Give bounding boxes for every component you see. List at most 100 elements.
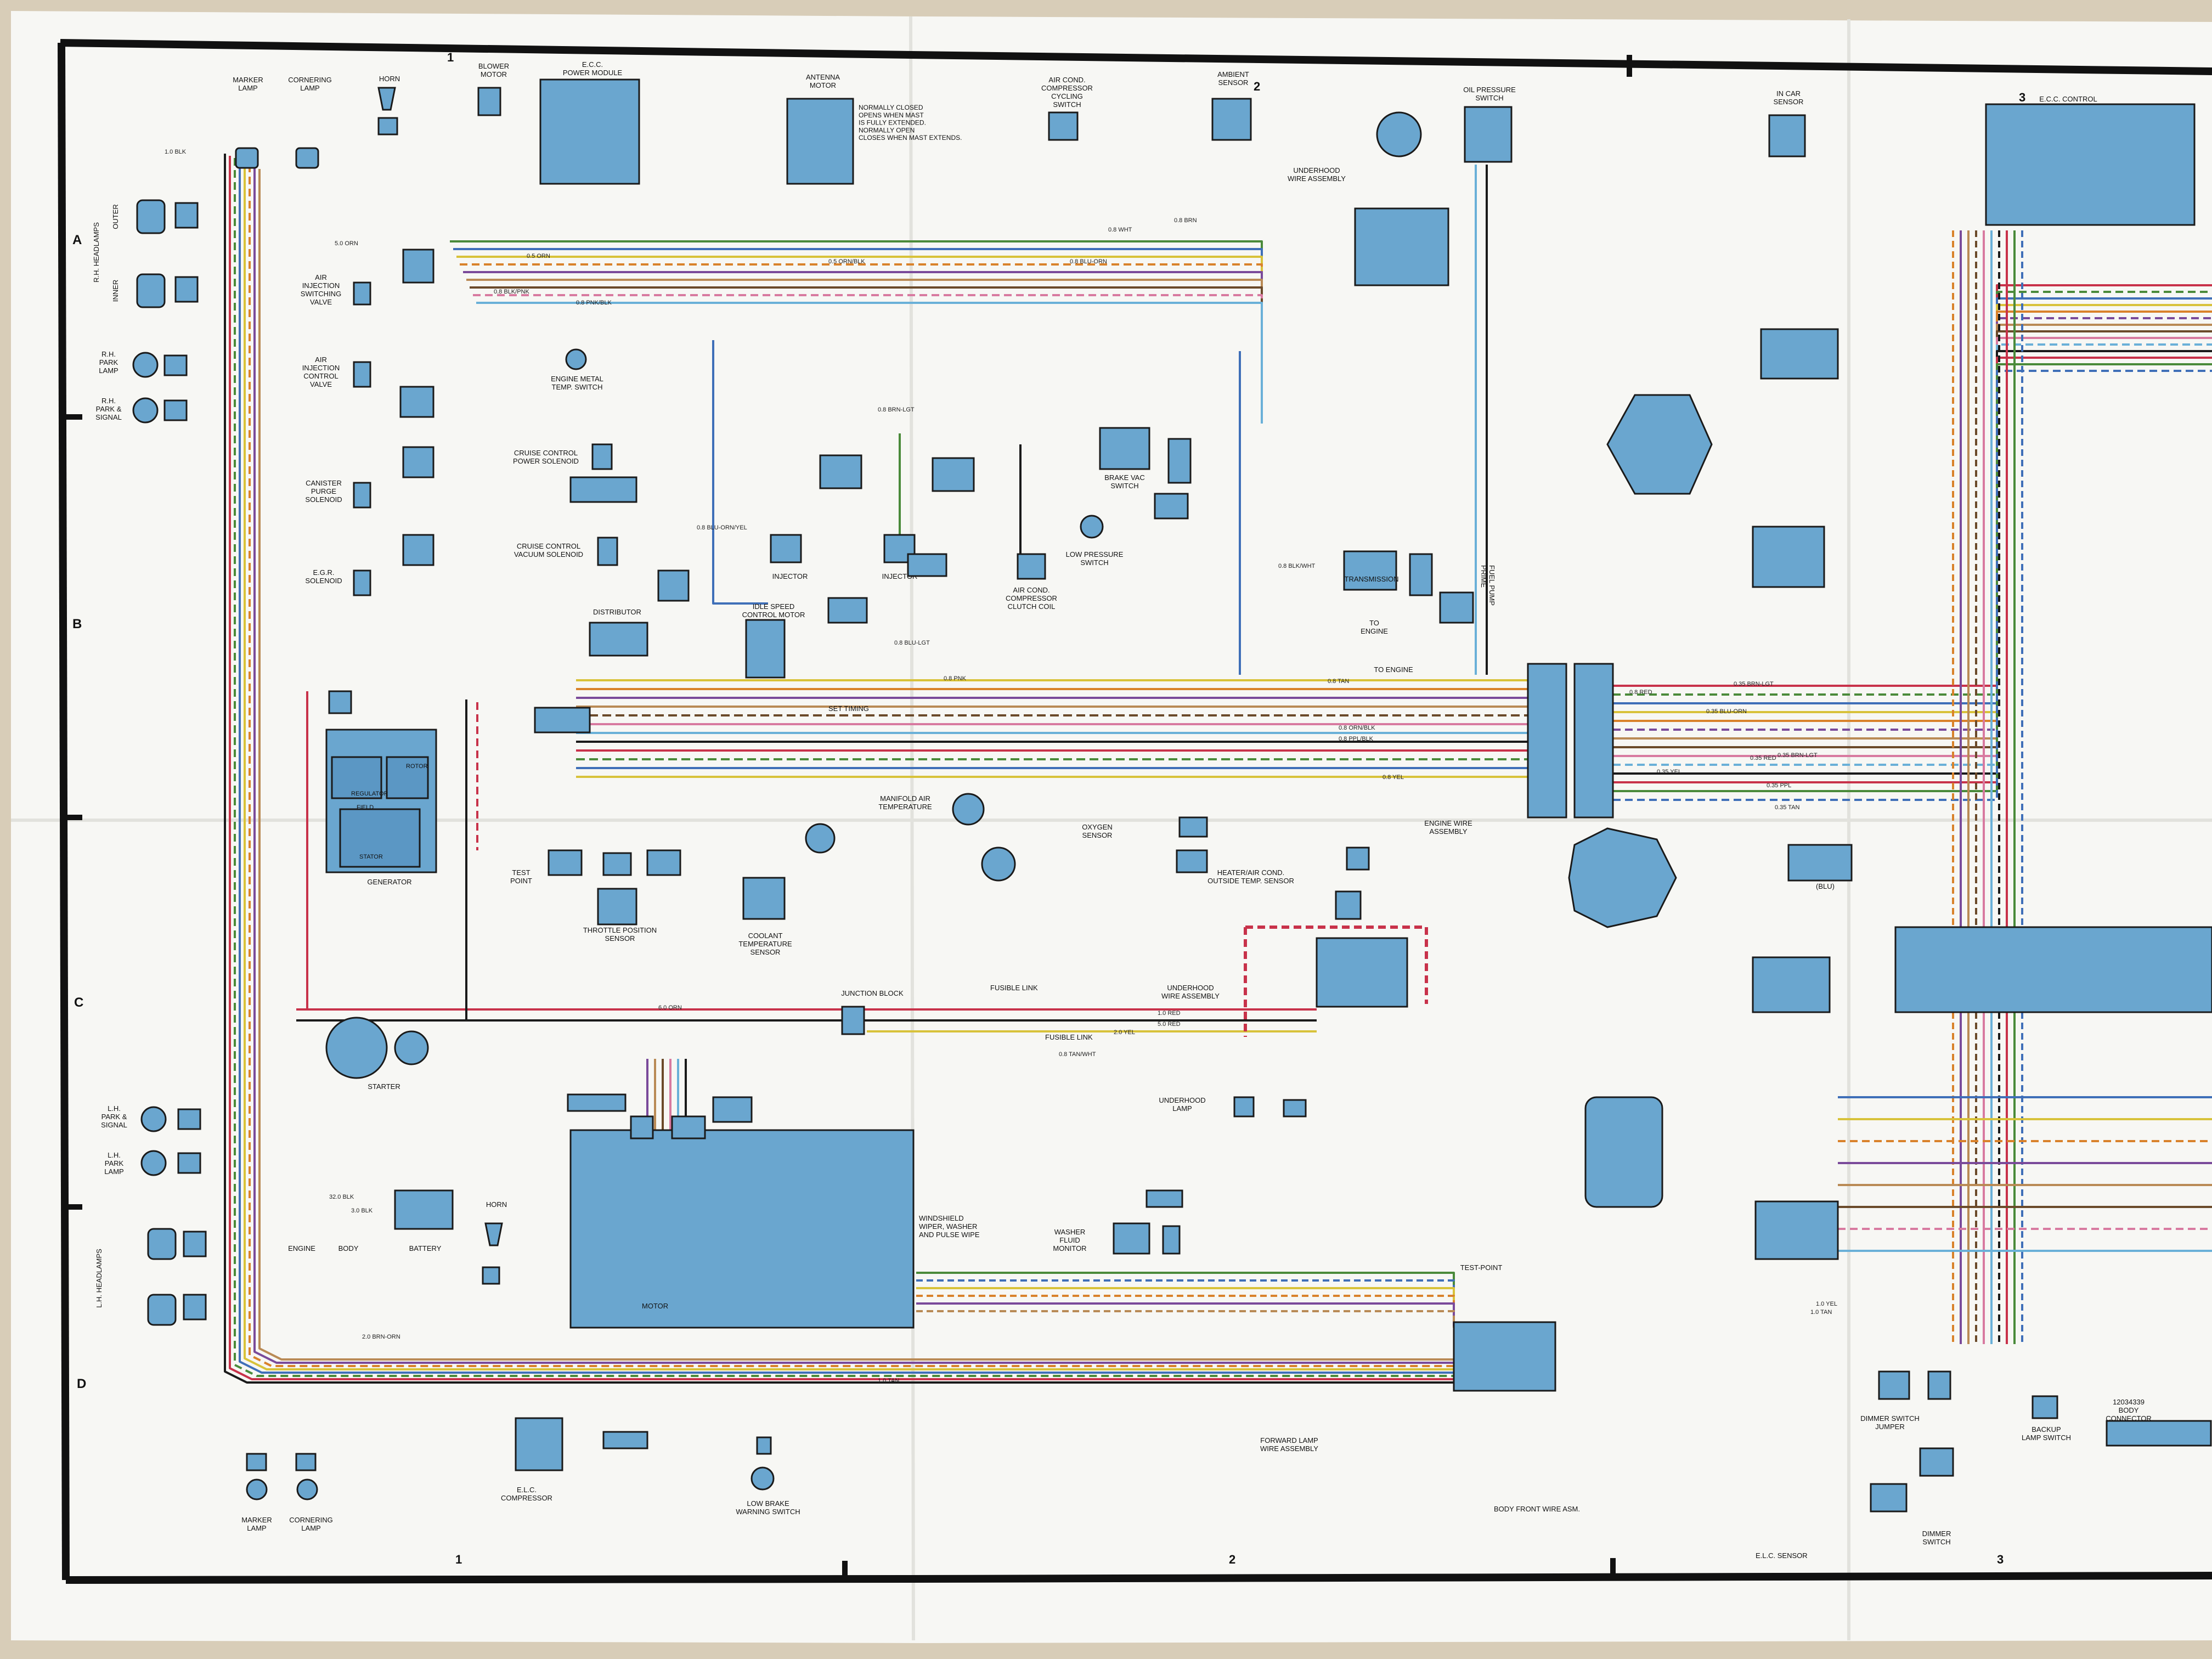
body-ground-label: BODY [338, 1244, 359, 1252]
starter: STARTER [325, 1017, 429, 1091]
wire-label: 5.0 ORN [335, 240, 358, 247]
rh-headlamps: R.H. HEADLAMPS OUTER INNER [92, 199, 199, 308]
wire-label: 2.0 BRN-ORN [362, 1334, 400, 1340]
wire-label: 0.35 TAN [1775, 804, 1800, 811]
wire-label: 0.8 BRN-LGT [878, 407, 915, 413]
wire [712, 340, 768, 605]
test-point-bottom-label: TEST-POINT [1460, 1263, 1503, 1272]
right-connector-cluster: (BLU) [1752, 328, 2212, 1260]
horn-bottom-label: HORN [486, 1200, 507, 1209]
wire-label: 0.35 BRN-LGT [1778, 752, 1818, 759]
lh-park-signal-label: L.H.PARK &SIGNAL [101, 1104, 127, 1129]
wire-label: 0.8 BLK/WHT [1278, 563, 1316, 569]
zone-label-bottom-2: 2 [1229, 1553, 1235, 1566]
egr-solenoid: E.G.R.SOLENOID [305, 534, 435, 596]
ecc-control-label: E.C.C. CONTROL [2039, 95, 2097, 103]
row-label-d: D [77, 1376, 86, 1391]
wire-label: 1.0 TAN [1810, 1309, 1832, 1316]
wire-label: 0.8 BRN [1174, 217, 1197, 224]
ecc-power-module: E.C.C.POWER MODULE [539, 60, 640, 185]
injector-2: INJECTOR [882, 457, 975, 580]
wire [1245, 926, 1428, 1004]
wire-label: 0.8 BLU-LGT [894, 640, 930, 646]
wire-label: 5.0 RED [1158, 1021, 1181, 1028]
wire-label: 0.8 BLU-ORN/YEL [697, 524, 747, 531]
generator-label: GENERATOR [367, 878, 411, 886]
outer-label: OUTER [111, 204, 120, 229]
lh-headlamps-label: L.H. HEADLAMPS [95, 1249, 103, 1308]
wire-label: 0.35 RED [1750, 755, 1776, 761]
rh-headlamps-label: R.H. HEADLAMPS [92, 222, 100, 283]
regulator-label: REGULATOR [351, 791, 388, 797]
battery: BATTERY [394, 1189, 454, 1252]
wire [1613, 370, 2212, 801]
set-timing-label: SET TIMING [828, 704, 869, 713]
fusible-link-2-label: FUSIBLE LINK [1045, 1033, 1093, 1041]
distributor: DISTRIBUTOR [534, 608, 648, 733]
wire-label: 0.8 PNK/BLK [576, 300, 612, 306]
zone-label-bottom-3: 3 [1997, 1553, 2004, 1566]
wire-label: 0.35 YEL [1657, 769, 1681, 775]
wire-label: 0.8 TAN [1328, 678, 1349, 685]
starter-label: STARTER [368, 1082, 400, 1091]
wire-label: 6.0 ORN [658, 1005, 682, 1011]
frame-top [60, 39, 2212, 75]
horn-top-label: HORN [379, 75, 400, 83]
zone-label-top-3: 3 [2019, 91, 2025, 104]
wire-label: 0.8 ORN/BLK [1339, 725, 1375, 731]
elc-compressor-label: E.L.C.COMPRESSOR [501, 1486, 552, 1502]
junction-block: JUNCTION BLOCK [841, 989, 904, 1035]
wire-label: 1.0 YEL [1816, 1301, 1837, 1307]
zone-label-top-2: 2 [1254, 80, 1260, 93]
transmission: TRANSMISSION [1343, 550, 1474, 624]
wire-label: 0.35 PPL [1767, 782, 1791, 789]
wire-layer [224, 154, 2212, 1384]
ecc-power-module-label: E.C.C.POWER MODULE [563, 60, 623, 77]
rotor-label: ROTOR [406, 763, 428, 770]
wire-label: 0.5 ORN [527, 253, 550, 259]
engine-ground-label: ENGINE [288, 1244, 315, 1252]
wire-label: 0.5 ORN/BLK [828, 258, 865, 265]
